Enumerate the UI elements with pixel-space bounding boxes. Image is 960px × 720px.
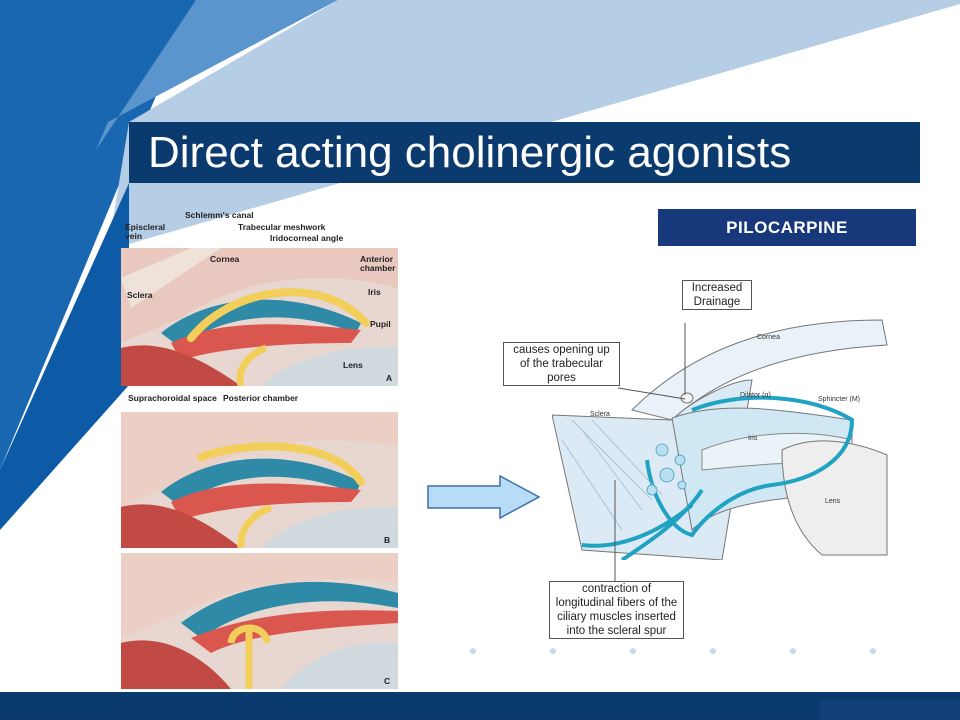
label-schlemms-canal: Schlemm's canal (185, 210, 254, 220)
eye-label-iris: Iris (748, 435, 758, 442)
eye-label-dilator: Dilator (α) (740, 392, 771, 399)
label-lens: Lens (343, 360, 363, 370)
label-panel-c: C (384, 676, 391, 686)
label-panel-a: A (386, 373, 393, 383)
decor-dot (710, 648, 716, 654)
eye-label-sphincter: Sphincter (M) (818, 396, 861, 403)
eye-label-sclera: Sclera (590, 411, 610, 418)
callout-contraction: contraction of longitudinal fibers of th… (549, 581, 684, 640)
label-episcleral-vein: Episcleral vein (125, 222, 166, 241)
footer-bar (0, 692, 960, 720)
decor-dot (470, 648, 476, 654)
anatomy-panel-c (121, 553, 398, 689)
eye-label-cornea: Cornea (757, 334, 780, 341)
label-sclera: Sclera (127, 290, 153, 300)
callout-lines (614, 323, 686, 582)
label-iridocorneal-angle: Iridocorneal angle (270, 233, 344, 243)
decor-dot (870, 648, 876, 654)
anatomy-panel-b (121, 412, 398, 548)
label-suprachoroidal-space: Suprachoroidal space (128, 393, 217, 403)
title-bar (129, 122, 920, 183)
label-anterior-chamber: Anterior chamber (360, 254, 396, 273)
decor-dot (630, 648, 636, 654)
label-panel-b: B (384, 535, 391, 545)
label-trabecular-meshwork: Trabecular meshwork (238, 222, 326, 232)
pilocarpine-badge: PILOCARPINE (658, 209, 916, 246)
slide-title: Direct acting cholinergic agonists (148, 128, 792, 177)
label-pupil: Pupil (370, 319, 391, 329)
label-cornea: Cornea (210, 254, 240, 264)
decor-dot (790, 648, 796, 654)
anatomy-panel-a (121, 248, 398, 386)
callout-increased-drainage: Increased Drainage (682, 280, 752, 311)
right-arrow (427, 474, 541, 520)
callout-opening-pores: causes opening up of the trabecular pore… (503, 342, 620, 387)
eye-label-lens: Lens (825, 498, 841, 505)
eye-diagram (552, 319, 888, 560)
label-iris: Iris (368, 287, 381, 297)
footer-tab (820, 699, 960, 720)
label-posterior-chamber: Posterior chamber (223, 393, 299, 403)
decor-dot (550, 648, 556, 654)
